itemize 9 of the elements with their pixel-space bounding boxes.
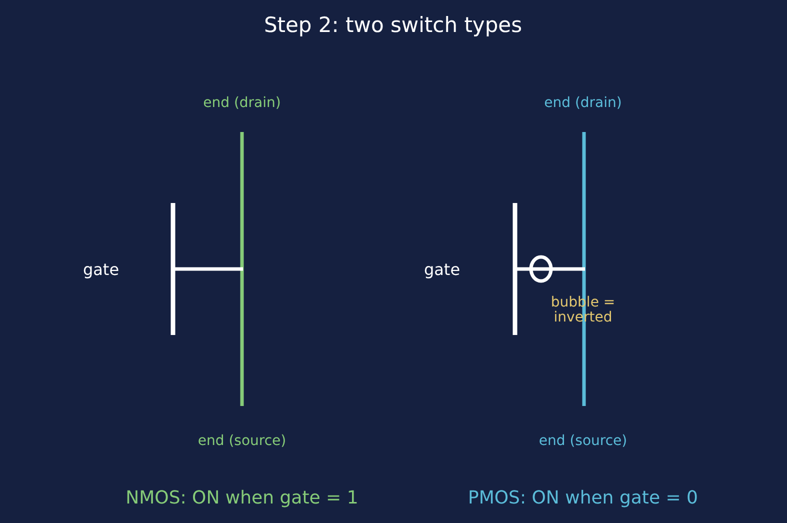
drain-label: end (drain) xyxy=(203,94,281,112)
source-label: end (source) xyxy=(538,432,628,450)
gate-label: gate xyxy=(82,260,120,280)
source-label: end (source) xyxy=(198,432,286,450)
pmos-rule-text: PMOS: ON when gate = 0 xyxy=(468,488,698,510)
title: Step 2: two switch types xyxy=(264,12,522,38)
gate-label: gate xyxy=(424,260,460,280)
nmos-rule-text: NMOS: ON when gate = 1 xyxy=(126,488,358,510)
drain-label: end (drain) xyxy=(544,94,622,112)
